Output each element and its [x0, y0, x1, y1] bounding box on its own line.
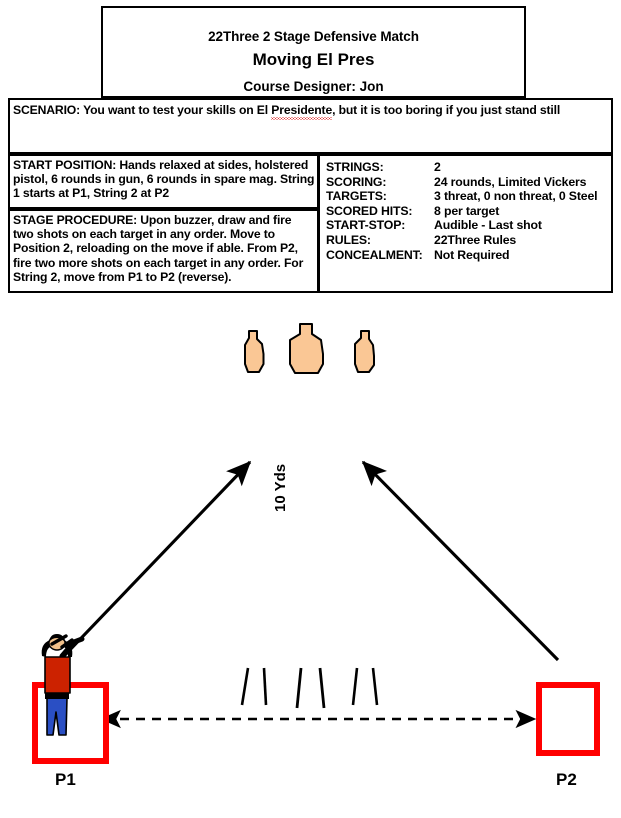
stage-name: Moving El Pres: [252, 50, 375, 69]
spec-value: 2: [434, 160, 441, 174]
scenario-text-before: You want to test your skills on El: [80, 103, 272, 117]
movement-arrow-left: [62, 460, 252, 658]
stage-procedure-box: STAGE PROCEDURE: Upon buzzer, draw and f…: [8, 209, 319, 293]
specifications-box: STRINGS: 2 SCORING: 24 rounds, Limited V…: [318, 154, 613, 293]
match-name: 22Three 2 Stage Defensive Match: [208, 29, 419, 44]
movement-arrow-right: [361, 460, 560, 662]
start-position-box: START POSITION: Hands relaxed at sides, …: [8, 154, 319, 209]
start-position-text: START POSITION: Hands relaxed at sides, …: [13, 158, 315, 201]
spec-label: START-STOP:: [326, 218, 406, 233]
target-silhouette-3: [351, 330, 379, 706]
spec-row: CONCEALMENT: Not Required: [326, 248, 611, 263]
spec-row: RULES: 22Three Rules: [326, 233, 611, 248]
title-box: 22Three 2 Stage Defensive Match Moving E…: [101, 6, 526, 98]
range-diagram: [0, 300, 621, 818]
spec-row: STRINGS: 2: [326, 160, 611, 175]
spec-value: 24 rounds, Limited Vickers: [434, 174, 587, 189]
position-label-p2: P2: [556, 770, 577, 789]
shooter-figure: [41, 634, 85, 736]
scenario-box: SCENARIO: You want to test your skills o…: [8, 98, 613, 154]
spec-value: 8 per target: [434, 203, 500, 218]
scenario-text-after: , but it is too boring if you just stand…: [332, 103, 561, 117]
spec-row: SCORING: 24 rounds, Limited Vickers: [326, 175, 611, 190]
spec-label: TARGETS:: [326, 189, 387, 204]
spec-label: SCORING:: [326, 174, 387, 189]
spec-row: TARGETS: 3 threat, 0 non threat, 0 Steel: [326, 189, 611, 204]
scenario-label: SCENARIO:: [13, 103, 81, 117]
spec-value: Audible - Last shot: [434, 218, 542, 233]
course-designer: Course Designer: Jon: [243, 79, 384, 94]
scenario-misspelled-word: Presidente: [271, 103, 333, 120]
scenario-text: SCENARIO: You want to test your skills o…: [10, 100, 611, 120]
spec-label: RULES:: [326, 232, 371, 247]
spec-label: CONCEALMENT:: [326, 247, 423, 262]
position-label-p1: P1: [55, 770, 76, 789]
specifications-list: STRINGS: 2 SCORING: 24 rounds, Limited V…: [320, 156, 611, 262]
stage-procedure-text: STAGE PROCEDURE: Upon buzzer, draw and f…: [13, 213, 304, 284]
target-silhouette-2: [289, 323, 326, 709]
spec-label: STRINGS:: [326, 160, 384, 174]
target-silhouette-1: [240, 330, 268, 706]
spec-value: 3 threat, 0 non threat, 0 Steel: [434, 189, 598, 204]
spec-value: Not Required: [434, 247, 510, 262]
spec-value: 22Three Rules: [434, 232, 517, 247]
spec-label: SCORED HITS:: [326, 203, 413, 218]
distance-label: 10 Yds: [272, 463, 289, 512]
spec-row: SCORED HITS: 8 per target: [326, 204, 611, 219]
spec-row: START-STOP: Audible - Last shot: [326, 218, 611, 233]
position-box-p2: [536, 682, 600, 756]
